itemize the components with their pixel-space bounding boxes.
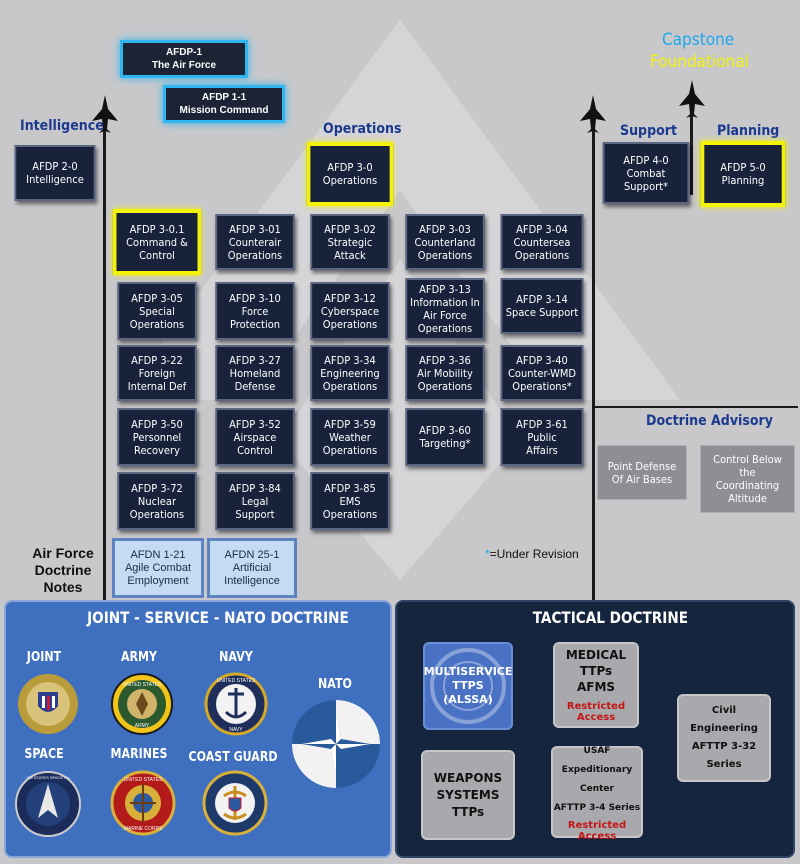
header-planning: Planning [717, 123, 780, 139]
army-seal-icon: UNITED STATES ARMY [111, 673, 173, 735]
doc-afdp-3-01[interactable]: AFDP 3-01 Counterair Operations [215, 214, 295, 270]
doc-afdp-3-72[interactable]: AFDP 3-72 Nuclear Operations [117, 472, 197, 530]
doc-afdp-4-0[interactable]: AFDP 4-0 Combat Support* [602, 142, 690, 204]
doc-afdp-3-61[interactable]: AFDP 3-61 Public Affairs [500, 408, 584, 466]
doc-afdp-3-12[interactable]: AFDP 3-12 Cyberspace Operations [310, 282, 390, 340]
marine-corps-seal-icon: UNITED STATES MARINE CORPS [110, 770, 176, 836]
doc-afdp-3-0-1[interactable]: AFDP 3-0.1 Command & Control [112, 209, 202, 275]
jet-icon [580, 95, 606, 133]
header-support: Support [620, 123, 677, 139]
doc-afdp-3-52[interactable]: AFDP 3-52 Airspace Control [215, 408, 295, 466]
doctrine-notes-title: Air Force Doctrine Notes [32, 545, 94, 595]
coast-guard-seal-icon [202, 770, 268, 836]
joint-chiefs-seal-icon [18, 674, 78, 734]
doc-afdp-3-03[interactable]: AFDP 3-03 Counterland Operations [405, 214, 485, 270]
usaf-expeditionary-restricted: Restricted Access [567, 820, 627, 842]
header-operations: Operations [323, 121, 402, 137]
space-force-seal-text: UNITED STATES SPACE FORCE [18, 775, 79, 780]
doc-afdp-3-0[interactable]: AFDP 3-0 Operations [306, 142, 394, 206]
civil-engineering-title: Civil Engineering AFTTP 3-32 Series [690, 705, 758, 770]
advisory-divider [594, 406, 798, 408]
usaf-expeditionary-title: USAF Expeditionary Center AFTTP 3-4 Seri… [553, 746, 641, 813]
nato-emblem-icon [292, 700, 380, 788]
doc-afdp-5-0[interactable]: AFDP 5-0 Planning [700, 141, 786, 207]
jet-icon [92, 95, 118, 133]
alssa-seal-icon [430, 648, 506, 724]
multiservice-ttps-card[interactable]: MULTISERVICE TTPS (ALSSA) [423, 642, 513, 730]
medical-ttps-card[interactable]: MEDICAL TTPs AFMS Restricted Access [553, 642, 639, 728]
doc-afdp-3-14[interactable]: AFDP 3-14 Space Support [500, 278, 584, 334]
header-doctrine-advisory: Doctrine Advisory [646, 413, 773, 429]
under-revision-note: *=Under Revision [485, 547, 579, 561]
navy-seal-text: UNITED STATES [217, 678, 256, 684]
label-space: SPACE [24, 747, 64, 762]
tactical-doctrine-panel: TACTICAL DOCTRINE MULTISERVICE TTPS (ALS… [395, 600, 795, 858]
tactical-panel-title: TACTICAL DOCTRINE [532, 608, 688, 627]
legend-foundational: Foundational [650, 52, 749, 72]
label-joint: JOINT [26, 650, 62, 665]
weapons-systems-title: WEAPONS SYSTEMS TTPs [433, 770, 503, 819]
label-coast-guard: COAST GUARD [188, 750, 278, 765]
doc-afdp-3-02[interactable]: AFDP 3-02 Strategic Attack [310, 214, 390, 270]
doc-afdp-3-10[interactable]: AFDP 3-10 Force Protection [215, 282, 295, 340]
doc-afdp-3-60[interactable]: AFDP 3-60 Targeting* [405, 408, 485, 466]
doc-afdp-3-05[interactable]: AFDP 3-05 Special Operations [117, 282, 197, 340]
space-force-seal-icon: UNITED STATES SPACE FORCE [15, 771, 81, 837]
marines-seal-text: UNITED STATES [124, 777, 163, 783]
intelligence-trunk [103, 120, 106, 600]
doc-afdp-3-40[interactable]: AFDP 3-40 Counter-WMD Operations* [500, 345, 584, 401]
doc-afdp-3-22[interactable]: AFDP 3-22 Foreign Internal Def [117, 345, 197, 401]
label-navy: NAVY [219, 650, 253, 665]
doc-afdp-2-0[interactable]: AFDP 2-0 Intelligence [14, 145, 96, 201]
multiservice-ttps-title: MULTISERVICE TTPS (ALSSA) [423, 665, 513, 706]
navy-seal-subtext: NAVY [229, 727, 243, 733]
doc-afdp-3-50[interactable]: AFDP 3-50 Personnel Recovery [117, 408, 197, 466]
doc-afdp-3-36[interactable]: AFDP 3-36 Air Mobility Operations [405, 345, 485, 401]
medical-ttps-restricted: Restricted Access [566, 701, 626, 723]
doc-afdp-3-85[interactable]: AFDP 3-85 EMS Operations [310, 472, 390, 530]
army-seal-text: UNITED STATES [123, 682, 162, 688]
planning-trunk [690, 105, 693, 195]
label-marines: MARINES [110, 747, 168, 762]
doc-afdp-3-27[interactable]: AFDP 3-27 Homeland Defense [215, 345, 295, 401]
usaf-expeditionary-center-card[interactable]: USAF Expeditionary Center AFTTP 3-4 Seri… [551, 746, 643, 842]
label-nato: NATO [318, 677, 352, 692]
marines-seal-subtext: MARINE CORPS [124, 826, 163, 832]
doc-afdp-1-1[interactable]: AFDP 1-1 Mission Command [163, 85, 285, 123]
weapons-systems-ttps-card[interactable]: WEAPONS SYSTEMS TTPs [421, 750, 515, 840]
header-intelligence: Intelligence [20, 118, 104, 134]
navy-seal-icon: UNITED STATES NAVY [204, 672, 268, 736]
advisory-control-below-coordinating-altitude[interactable]: Control Below the Coordinating Altitude [700, 445, 795, 513]
doc-afdn-1-21[interactable]: AFDN 1-21 Agile Combat Employment [112, 538, 204, 598]
civil-engineering-card[interactable]: Civil Engineering AFTTP 3-32 Series [677, 694, 771, 782]
doc-afdp-3-13[interactable]: AFDP 3-13 Information In Air Force Opera… [405, 278, 485, 340]
advisory-point-defense[interactable]: Point Defense Of Air Bases [597, 445, 687, 500]
jet-icon [679, 80, 705, 118]
doc-afdp-1[interactable]: AFDP-1 The Air Force [120, 40, 248, 78]
doc-afdp-3-04[interactable]: AFDP 3-04 Countersea Operations [500, 214, 584, 270]
label-army: ARMY [120, 650, 158, 665]
joint-service-nato-panel: JOINT - SERVICE - NATO DOCTRINE JOINT AR… [4, 600, 392, 858]
legend-capstone: Capstone [662, 30, 735, 50]
under-revision-star: * [485, 547, 490, 561]
joint-panel-title: JOINT - SERVICE - NATO DOCTRINE [87, 608, 349, 627]
doc-afdn-25-1[interactable]: AFDN 25-1 Artificial Intelligence [207, 538, 297, 598]
support-trunk [592, 120, 595, 600]
under-revision-text: =Under Revision [489, 547, 579, 561]
medical-ttps-title: MEDICAL TTPs AFMS [565, 648, 627, 694]
army-seal-subtext: ARMY [135, 723, 150, 729]
doc-afdp-3-34[interactable]: AFDP 3-34 Engineering Operations [310, 345, 390, 401]
doc-afdp-3-84[interactable]: AFDP 3-84 Legal Support [215, 472, 295, 530]
doc-afdp-3-59[interactable]: AFDP 3-59 Weather Operations [310, 408, 390, 466]
